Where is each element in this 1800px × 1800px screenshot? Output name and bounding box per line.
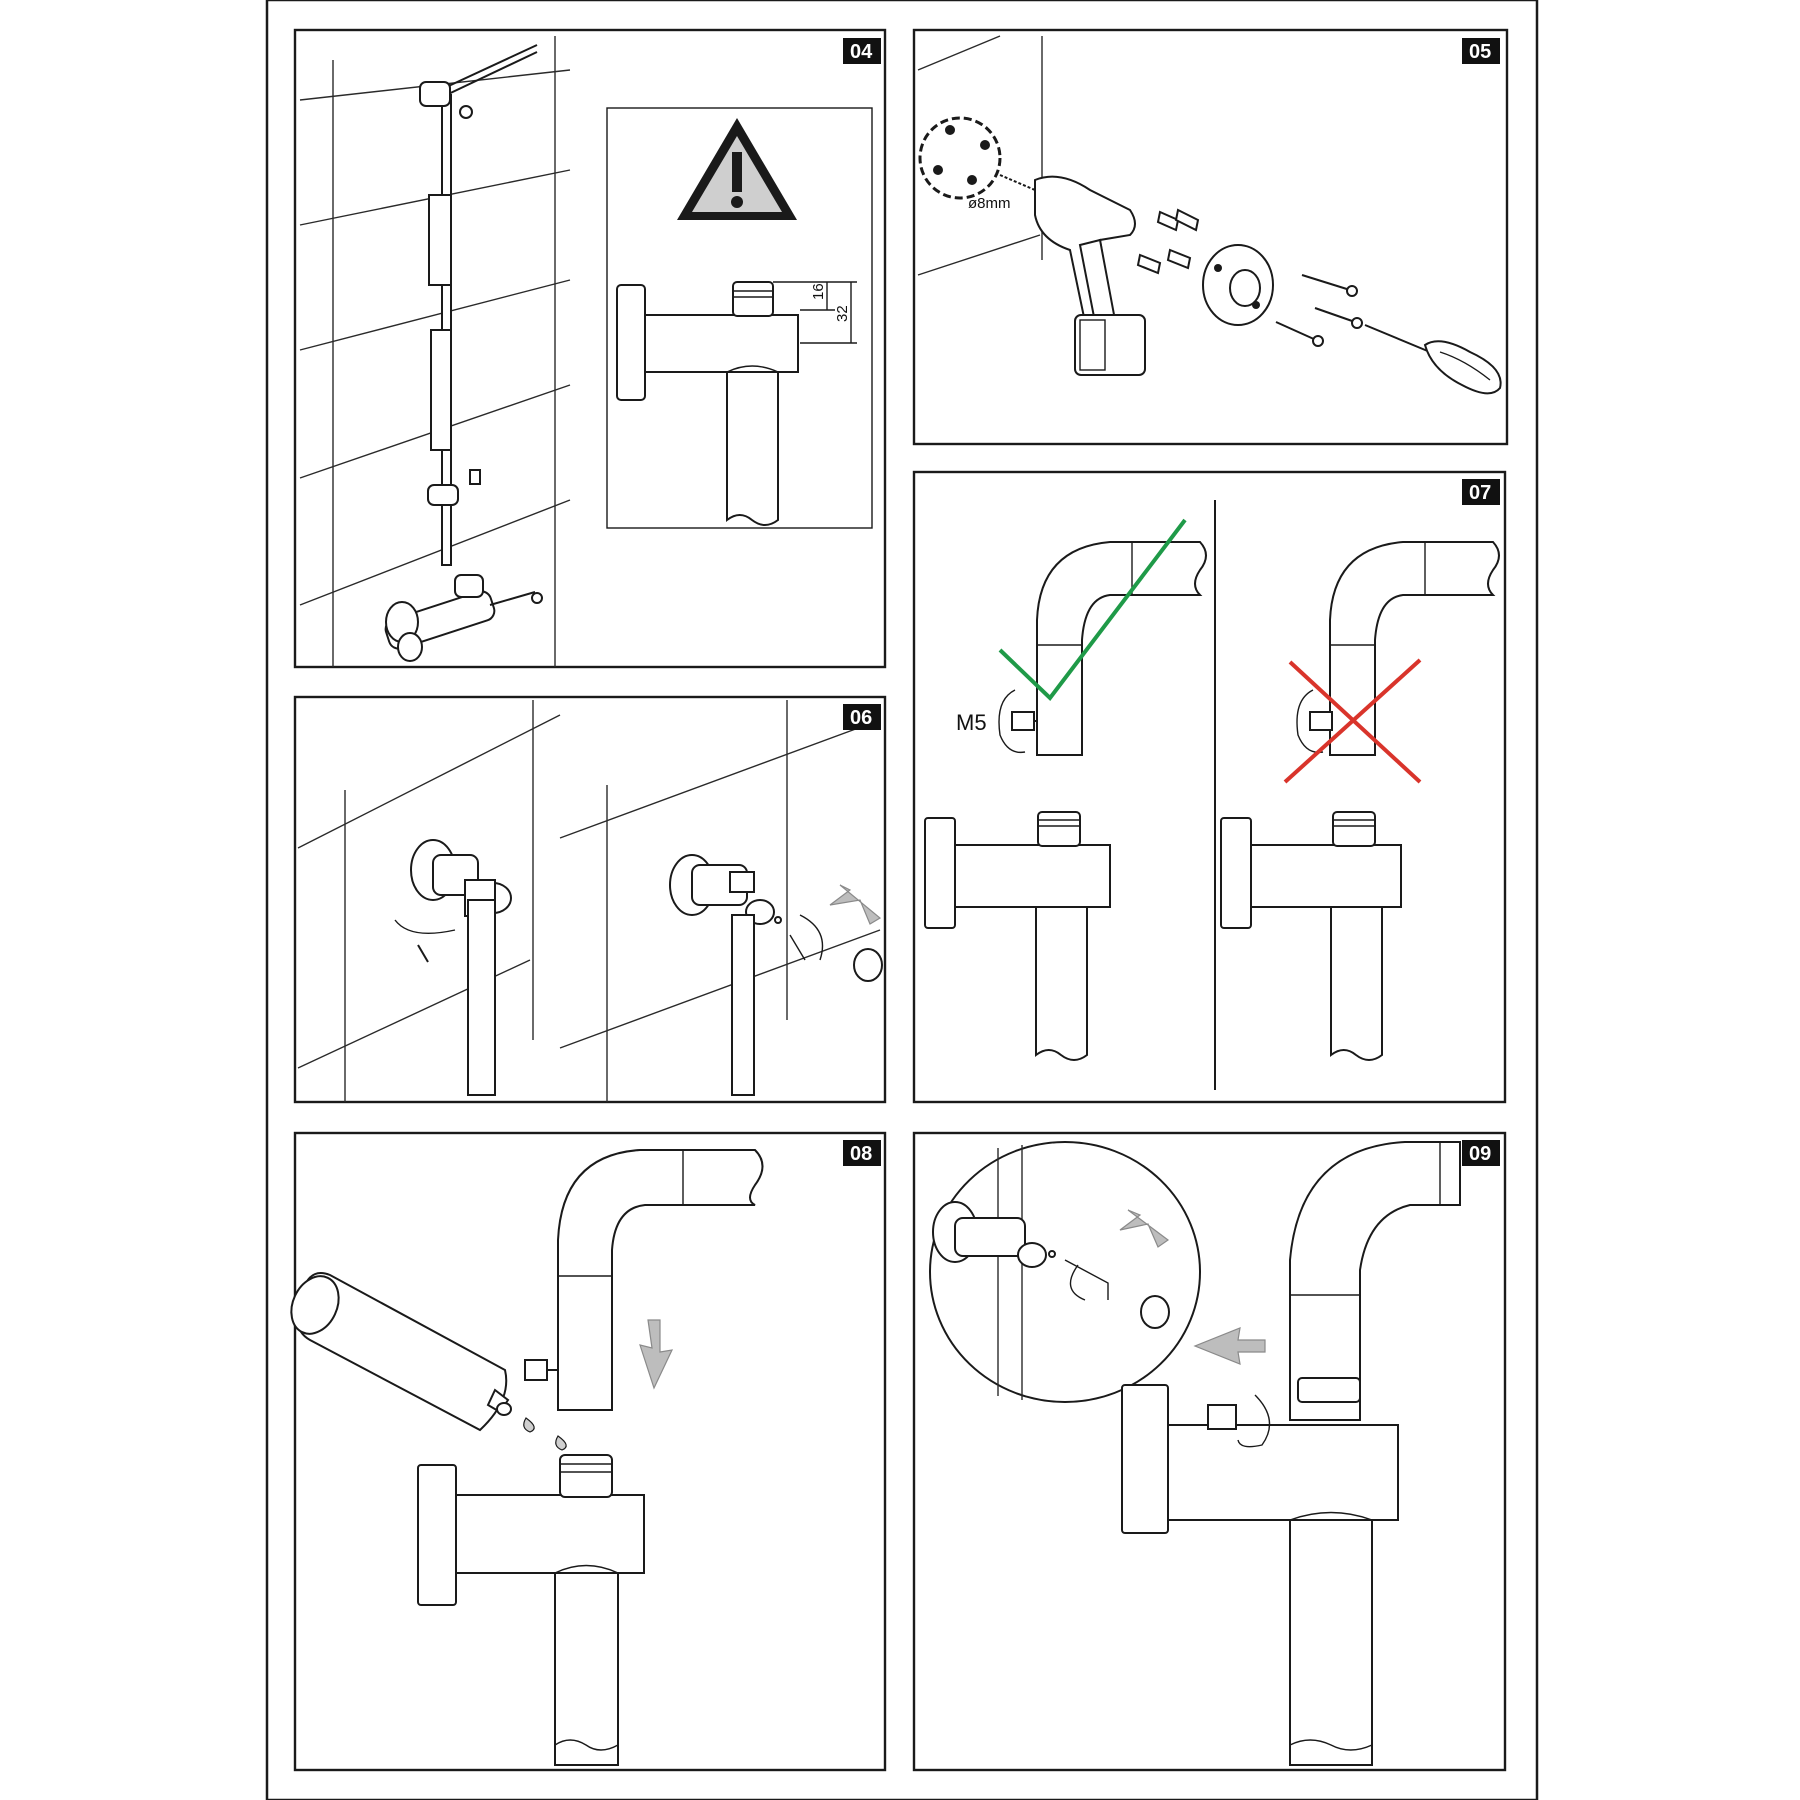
screw-size-label: M5 [956, 710, 987, 735]
down-arrow [639, 1319, 674, 1390]
column-elbow [524, 1149, 764, 1411]
wall-bracket [1202, 244, 1274, 326]
cover-cap [853, 948, 883, 982]
bracket-left [394, 839, 512, 1096]
step-label-07: 07 [1469, 482, 1491, 504]
drill-diameter-label: ø8mm [968, 195, 1011, 212]
shower-column [419, 44, 538, 566]
panel-09: 09 [912, 1131, 1507, 1772]
step-badge-04 [843, 38, 881, 64]
column-elbow [1289, 1141, 1461, 1421]
dimension-16-label: 16 [810, 283, 827, 300]
warning-triangle-icon [677, 118, 797, 220]
panel-08: 08 [290, 1131, 887, 1772]
step-badge-05 [1462, 38, 1500, 64]
step-label-05: 05 [1469, 41, 1491, 63]
screwdriver-icon [1364, 324, 1502, 395]
step-badge-09 [1462, 1140, 1500, 1166]
mixer-body [1121, 1384, 1399, 1766]
correct-install: M5 [924, 518, 1207, 1061]
drill-icon [999, 174, 1146, 376]
panel-07: M5 07 [912, 470, 1507, 1104]
step-badge-06 [843, 704, 881, 730]
dimension-32-label: 32 [834, 305, 851, 322]
insert-arrow [1119, 1209, 1170, 1248]
panel-06: 06 [293, 695, 887, 1104]
wrong-install [1220, 541, 1500, 1061]
step-label-06: 06 [850, 707, 872, 729]
cover-cap [1140, 1295, 1170, 1329]
mixer-body [417, 1454, 645, 1766]
bracket-right [669, 854, 883, 1096]
cross-mark-icon [1283, 658, 1422, 784]
check-mark-icon [998, 518, 1187, 701]
detail-magnifier [929, 1141, 1201, 1403]
insert-arrow [829, 884, 882, 925]
step-badge-07 [1462, 479, 1500, 505]
step-label-04: 04 [850, 41, 873, 63]
screws [1275, 274, 1363, 347]
drill-target [918, 116, 1002, 200]
panel-04: 16 32 04 [293, 28, 887, 669]
panel-05: ø8mm [912, 28, 1509, 446]
left-arrow [1193, 1327, 1266, 1365]
sheet-border [265, 0, 1539, 1800]
step-label-09: 09 [1469, 1143, 1491, 1165]
mixer-valve [384, 574, 543, 662]
step-label-08: 08 [850, 1143, 872, 1165]
step-badge-08 [843, 1140, 881, 1166]
warning-inset: 16 32 [606, 107, 873, 529]
wall-plugs [1136, 208, 1200, 275]
wall-tiles [297, 700, 881, 1102]
grease-tube [290, 1272, 567, 1451]
